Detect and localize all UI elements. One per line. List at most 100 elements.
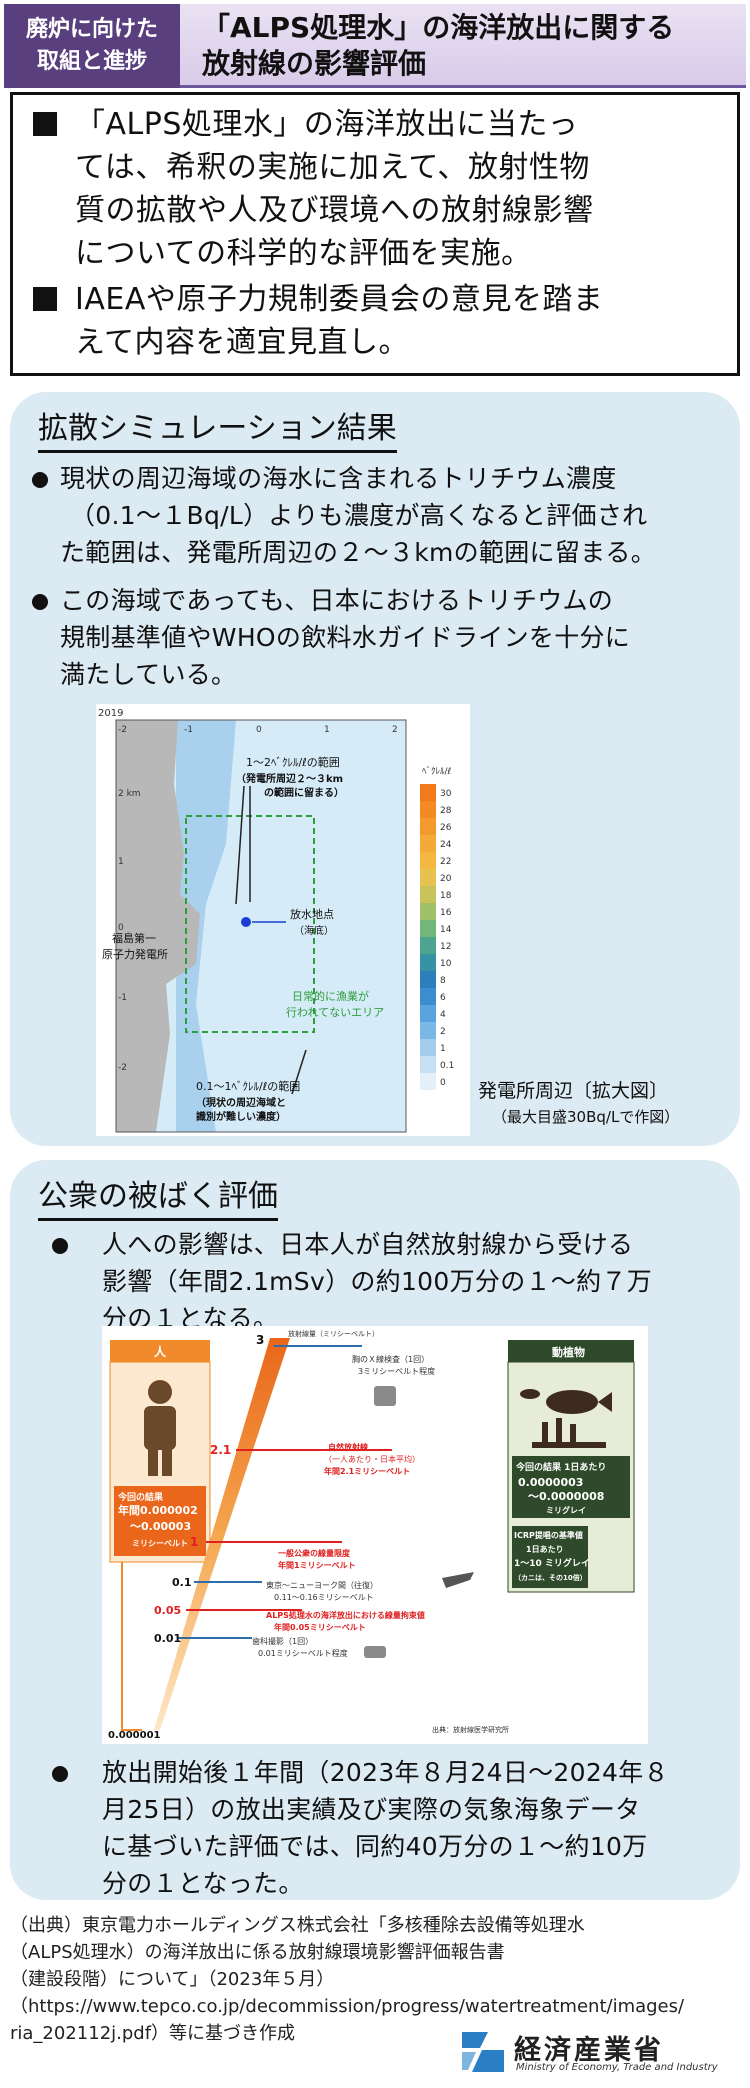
colorbar-segment xyxy=(420,818,436,835)
human-result-box xyxy=(114,1486,206,1556)
ann-natural: （一人あたり・日本平均） xyxy=(324,1454,420,1464)
figure-source: 出典：放射線医学研究所 xyxy=(432,1725,509,1734)
title-line-1: 「ALPS処理水」の海洋放出に関する xyxy=(202,11,675,44)
colorbar-segment xyxy=(420,869,436,886)
bullet-dot-icon xyxy=(32,594,48,610)
colorbar-segment xyxy=(420,920,436,937)
x-tick: -2 xyxy=(118,725,127,735)
map-labels: 1～2ﾍﾞｸﾚﾙ/ℓの範囲 （発電所周辺２～３km の範囲に留まる） 放水地点 … xyxy=(102,755,384,1123)
meti-name: 経済産業省 xyxy=(514,2035,664,2066)
page-header: 廃炉に向けた 取組と進捗 「ALPS処理水」の海洋放出に関する 放射線の影響評価 xyxy=(4,4,746,88)
colorbar-tick: 0 xyxy=(440,1078,446,1088)
meti-logo-icon xyxy=(462,2032,504,2072)
level-value: 2.1 xyxy=(210,1443,231,1457)
footer-line: （出典）東京電力ホールディングス株式会社「多核種除去設備等処理水 xyxy=(10,1915,585,1936)
x-tick: 0 xyxy=(256,725,262,735)
range-1-arrow xyxy=(235,785,245,905)
sea-near-shore xyxy=(176,720,236,1132)
animal-result-l2: ～0.0000008 xyxy=(528,1490,604,1503)
human-label: 人 xyxy=(154,1344,167,1359)
icrp-l3: （カニは、その10倍） xyxy=(514,1573,587,1582)
colorbar-tick: 8 xyxy=(440,976,446,986)
ann-natural: 自然放射線 xyxy=(328,1442,368,1452)
colorbar-tick: 28 xyxy=(440,806,452,816)
diffusion-panel: 拡散シミュレーション結果 現状の周辺海域の海水に含まれるトリチウム濃度 （0.1… xyxy=(10,392,740,1146)
colorbar-tick: 14 xyxy=(440,925,452,935)
title-line-2: 放射線の影響評価 xyxy=(202,47,427,80)
colorbar-tick: 18 xyxy=(440,891,452,901)
y-tick: -1 xyxy=(118,993,127,1003)
ann-flight: 0.11～0.16ミリシーベルト xyxy=(274,1593,374,1602)
summary-1-line: についての科学的な評価を実施。 xyxy=(75,236,532,271)
x-tick: 1 xyxy=(324,725,330,735)
summary-1-line: ては、希釈の実施に加えて、放射性物 xyxy=(75,150,590,185)
y-tick: 0 xyxy=(118,923,124,933)
label-no-fishing: 日常的に漁業が xyxy=(292,989,369,1003)
ann-limit: 一般公衆の線量限度 xyxy=(278,1548,351,1558)
meti-subtitle: Ministry of Economy, Trade and Industry xyxy=(516,2062,718,2073)
dental-xray-icon xyxy=(364,1646,386,1658)
exposure-panel: 公衆の被ばく評価 人への影響は、日本人が自然放射線から受ける 影響（年間2.1m… xyxy=(10,1160,740,1900)
human-result-l1: 年間0.000002 xyxy=(118,1503,198,1517)
x-ticks: -2 -1 0 1 2 xyxy=(118,725,398,735)
bullet-dot-icon xyxy=(32,472,48,488)
colorbar-tick: 20 xyxy=(440,874,452,884)
person-icon xyxy=(144,1380,176,1476)
animal-result-unit: ミリグレイ xyxy=(546,1505,586,1515)
y-ticks: 2 km 1 0 -1 -2 xyxy=(118,789,141,1073)
colorbar-segment xyxy=(420,1005,436,1022)
ann-chest: 3ミリシーベルト程度 xyxy=(358,1366,435,1376)
bullet-line: た範囲は、発電所周辺の２～３kmの範囲に留まる。 xyxy=(60,538,657,567)
level-value: 0.05 xyxy=(154,1604,181,1617)
square-bullet-icon xyxy=(33,287,57,311)
animal-result-text: 今回の結果 1日あたり 0.0000003 ～0.0000008 ミリグレイ xyxy=(515,1461,606,1515)
colorbar-segment xyxy=(420,801,436,818)
x-tick: -1 xyxy=(184,725,193,735)
x-tick: 2 xyxy=(392,725,398,735)
square-bullet-icon xyxy=(33,112,57,136)
category-badge: 廃炉に向けた 取組と進捗 xyxy=(4,4,180,88)
bullet-dot-icon xyxy=(52,1238,68,1254)
label-outlet: 放水地点 xyxy=(290,907,334,921)
colorbar-segment xyxy=(420,852,436,869)
exposure-figure-svg: 人 今回の結果 年間0.000002 ～0.00003 ミリシーベルト 放射線量… xyxy=(108,1329,635,1741)
colorbar-segment xyxy=(420,954,436,971)
human-header xyxy=(110,1340,210,1362)
human-result-title: 今回の結果 xyxy=(117,1491,164,1503)
axis-unit: 放射線量（ミリシーベルト） xyxy=(288,1329,379,1338)
colorbar-segment xyxy=(420,1073,436,1090)
summary-box: 「ALPS処理水」の海洋放出に当たっ ては、希釈の実施に加えて、放射性物 質の拡… xyxy=(10,92,740,376)
level-value: 0.01 xyxy=(154,1632,181,1645)
diffusion-bullet-2: この海域であっても、日本におけるトリチウムの 規制基準値やWHOの飲料水ガイドラ… xyxy=(32,582,732,693)
outlet-point-icon xyxy=(241,917,251,927)
human-bracket xyxy=(121,1562,142,1731)
colorbar-segment xyxy=(420,988,436,1005)
label-range-2-sub: （現状の周辺海域と xyxy=(196,1096,286,1109)
dose-wedge xyxy=(154,1338,290,1730)
label-range-2-sub: 識別が難しい濃度） xyxy=(196,1110,286,1123)
ann-chest: 胸のＸ線検査（1回） xyxy=(352,1354,429,1364)
colorbar-tick: 24 xyxy=(440,840,452,850)
bullet-line: この海域であっても、日本におけるトリチウムの xyxy=(60,586,614,615)
colorbar-segment xyxy=(420,886,436,903)
level-value: 0.1 xyxy=(172,1576,192,1589)
diffusion-map-figure: 2019 -2 -1 0 1 2 2 km 1 0 -1 -2 xyxy=(96,704,470,1136)
colorbar-unit: ﾍﾞｸﾚﾙ/ℓ xyxy=(422,766,451,777)
bullet-line: に基づいた評価では、同約40万分の１～約10万 xyxy=(102,1832,648,1861)
human-result-text: 今回の結果 年間0.000002 ～0.00003 ミリシーベルト xyxy=(117,1491,198,1548)
colorbar-tick: 1 xyxy=(440,1044,446,1054)
colorbar-tick: 2 xyxy=(440,1027,446,1037)
diffusion-map-svg: 2019 -2 -1 0 1 2 2 km 1 0 -1 -2 xyxy=(98,708,454,1133)
summary-item-1: 「ALPS処理水」の海洋放出に当たっ ては、希釈の実施に加えて、放射性物 質の拡… xyxy=(27,103,723,275)
colorbar-tick: 16 xyxy=(440,908,452,918)
colorbar-segment xyxy=(420,835,436,852)
diffusion-bullet-1: 現状の周辺海域の海水に含まれるトリチウム濃度 （0.1～１Bq/L）よりも濃度が… xyxy=(32,460,732,571)
animal-result-l1: 0.0000003 xyxy=(518,1476,583,1489)
icrp-title: ICRP提唱の基準値 xyxy=(514,1530,583,1540)
y-tick: 2 km xyxy=(118,789,141,799)
xray-icon xyxy=(374,1386,396,1406)
bullet-line: 月25日）の放出実績及び実際の気象海象データ xyxy=(102,1795,641,1824)
bullet-line: 分の１となった。 xyxy=(102,1869,304,1898)
bullet-dot-icon xyxy=(52,1766,68,1782)
